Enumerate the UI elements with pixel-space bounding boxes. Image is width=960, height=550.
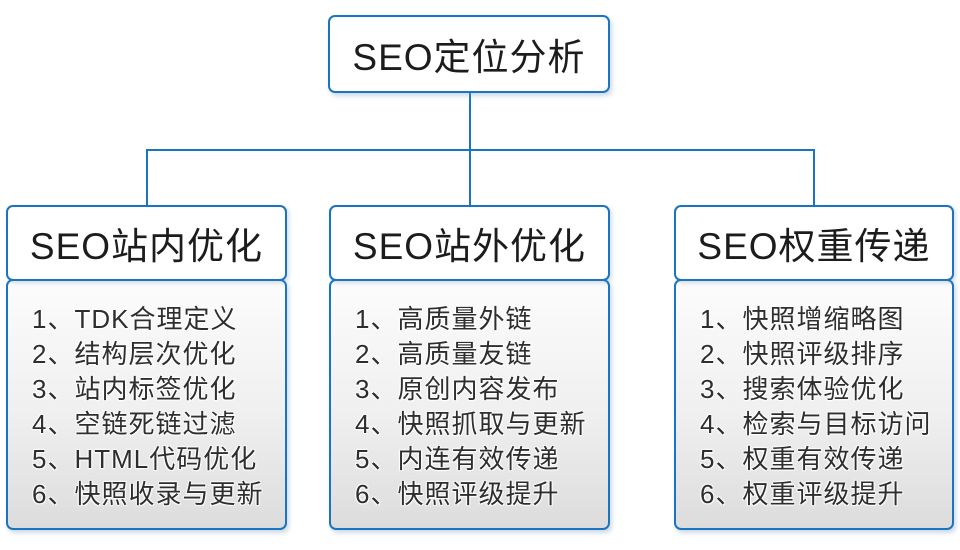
branch-offsite-optimization: SEO站外优化 1、高质量外链 2、高质量友链 3、原创内容发布 4、快照抓取与…	[329, 205, 610, 530]
list-item: 1、TDK合理定义	[32, 304, 238, 334]
list-item: 2、快照评级排序	[700, 339, 905, 369]
connector-vertical-left	[146, 149, 148, 206]
list-item: 6、快照评级提升	[355, 479, 560, 509]
branch-weight-list: 1、快照增缩略图 2、快照评级排序 3、搜索体验优化 4、检索与目标访问 5、权…	[674, 279, 954, 530]
list-item: 6、权重评级提升	[700, 479, 905, 509]
branch-offsite-header: SEO站外优化	[329, 205, 610, 281]
list-item: 3、站内标签优化	[32, 374, 237, 404]
branch-onsite-header: SEO站内优化	[6, 205, 287, 281]
branch-offsite-title: SEO站外优化	[352, 226, 587, 267]
list-item: 4、空链死链过滤	[32, 409, 237, 439]
list-item: 2、高质量友链	[355, 339, 533, 369]
list-item: 3、原创内容发布	[355, 374, 560, 404]
branch-offsite-list: 1、高质量外链 2、高质量友链 3、原创内容发布 4、快照抓取与更新 5、内连有…	[329, 279, 610, 530]
list-item: 1、快照增缩略图	[700, 304, 905, 334]
connector-horizontal	[146, 149, 814, 151]
root-node-seo-positioning: SEO定位分析	[328, 15, 610, 93]
branch-weight-header: SEO权重传递	[674, 205, 954, 281]
list-item: 6、快照收录与更新	[32, 479, 264, 509]
list-item: 5、内连有效传递	[355, 444, 560, 474]
list-item: 1、高质量外链	[355, 304, 533, 334]
list-item: 4、检索与目标访问	[700, 409, 932, 439]
list-item: 5、HTML代码优化	[32, 444, 258, 474]
list-item: 5、权重有效传递	[700, 444, 905, 474]
branch-onsite-optimization: SEO站内优化 1、TDK合理定义 2、结构层次优化 3、站内标签优化 4、空链…	[6, 205, 287, 530]
list-item: 4、快照抓取与更新	[355, 409, 587, 439]
root-node-title: SEO定位分析	[352, 37, 586, 78]
branch-weight-title: SEO权重传递	[697, 226, 931, 267]
branch-onsite-list: 1、TDK合理定义 2、结构层次优化 3、站内标签优化 4、空链死链过滤 5、H…	[6, 279, 287, 530]
connector-vertical-right	[813, 149, 815, 206]
branch-onsite-title: SEO站内优化	[29, 226, 264, 267]
list-item: 2、结构层次优化	[32, 339, 237, 369]
branch-weight-transfer: SEO权重传递 1、快照增缩略图 2、快照评级排序 3、搜索体验优化 4、检索与…	[674, 205, 954, 530]
list-item: 3、搜索体验优化	[700, 374, 905, 404]
